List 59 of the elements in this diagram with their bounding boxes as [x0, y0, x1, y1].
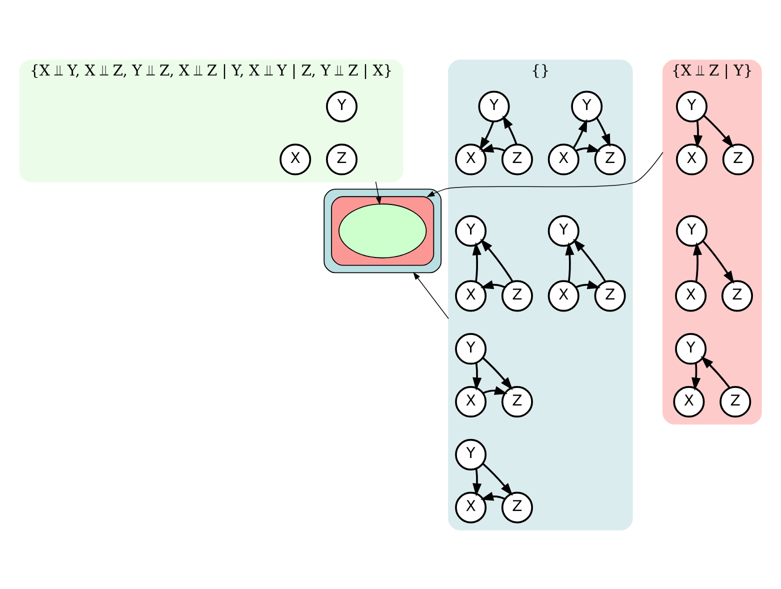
node-circle: Y	[676, 214, 708, 246]
arrow	[692, 242, 702, 282]
arrow	[482, 386, 508, 394]
arrow	[572, 118, 588, 148]
node-circle: Z	[594, 280, 626, 312]
arrow	[565, 242, 574, 282]
node-circle: X	[548, 280, 580, 312]
arrow	[700, 356, 730, 388]
arrow	[479, 120, 494, 150]
node-circle: Z	[501, 491, 533, 523]
node-circle: Z	[722, 143, 754, 175]
node-circle: Y	[676, 90, 708, 122]
arrow	[482, 462, 513, 496]
arrow	[482, 356, 513, 390]
node-circle: X	[280, 143, 312, 175]
node-circle: X	[548, 143, 580, 175]
arrow	[480, 238, 514, 282]
node-circle: Y	[326, 90, 358, 122]
arrow	[703, 114, 734, 148]
node-circle: Y	[571, 90, 603, 122]
node-cloud	[338, 203, 427, 258]
arrow	[596, 116, 610, 147]
node-circle: X	[673, 385, 705, 418]
node-circle: X	[455, 385, 487, 418]
cluster	[324, 188, 442, 273]
arrow	[472, 362, 482, 390]
node-circle: Y	[478, 90, 510, 122]
arrow	[412, 271, 449, 318]
arrow	[502, 114, 518, 144]
arrow	[576, 143, 600, 152]
node-circle: Y	[455, 214, 487, 246]
node-circle: Z	[721, 280, 753, 312]
arrow	[480, 143, 506, 152]
arrow	[472, 468, 482, 496]
node-circle: Z	[720, 385, 752, 418]
arrow	[693, 120, 703, 148]
arrow	[480, 491, 506, 500]
node-circle: Z	[501, 280, 533, 312]
arrow	[472, 242, 482, 282]
node-circle: X	[676, 143, 708, 175]
node-circle: Y	[548, 214, 580, 246]
node-circle: X	[455, 491, 487, 523]
node-circle: Y	[455, 332, 487, 364]
node-circle: Z	[501, 143, 533, 175]
node-circle: Y	[455, 438, 487, 470]
arrow	[480, 280, 506, 289]
node-circle: Z	[326, 143, 358, 175]
arrow	[572, 238, 606, 282]
arrow	[426, 151, 664, 197]
node-circle: Z	[501, 385, 533, 418]
node-circle: X	[455, 280, 487, 312]
arrow	[576, 280, 600, 289]
node-circle: Y	[675, 332, 707, 364]
node-circle: X	[675, 280, 707, 312]
arrow	[702, 240, 734, 284]
arrow	[692, 362, 701, 390]
arrow	[375, 180, 382, 205]
node-circle: X	[455, 143, 487, 175]
node-circle: Z	[594, 143, 626, 175]
